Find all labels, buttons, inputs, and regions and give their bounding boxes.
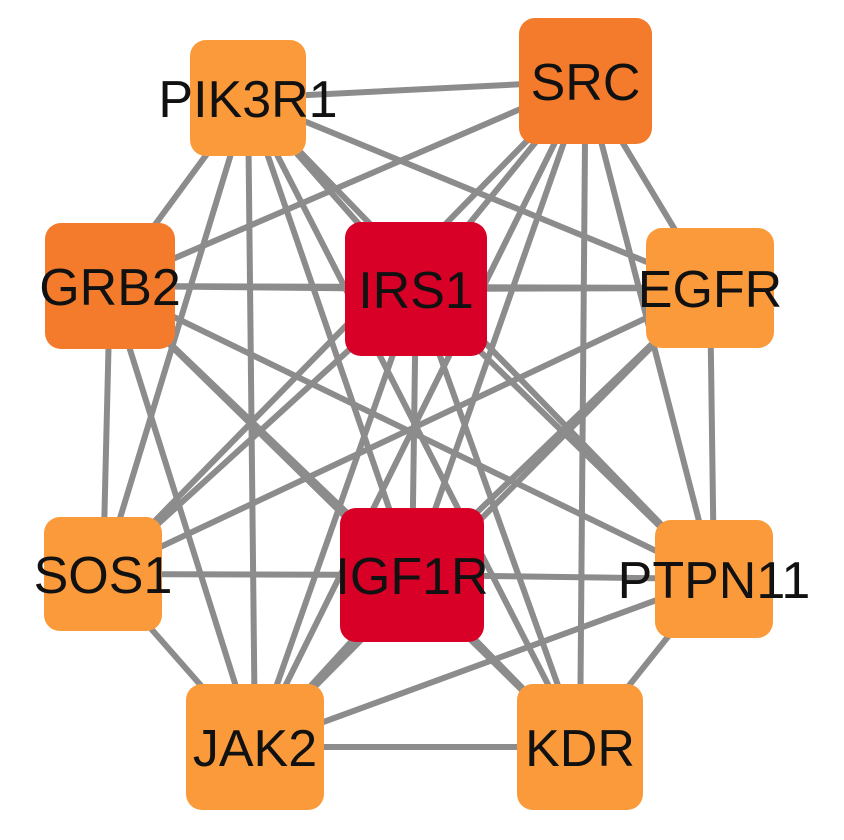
node-box-egfr: [646, 228, 774, 348]
node-box-src: [519, 18, 652, 144]
edge-pik3r1-sos1: [100, 95, 251, 577]
edge-src-igf1r: [409, 78, 589, 578]
node-label-pik3r1: PIK3R1: [158, 71, 337, 129]
node-label-igf1r: IGF1R: [335, 548, 488, 606]
node-jak2[interactable]: JAK2: [186, 684, 324, 810]
edge-ptpn11-jak2: [252, 576, 717, 750]
node-pik3r1[interactable]: PIK3R1: [158, 40, 338, 156]
node-grb2[interactable]: GRB2: [39, 223, 181, 349]
node-box-pik3r1: [190, 40, 306, 156]
node-box-irs1: [345, 222, 487, 356]
node-label-ptpn11: PTPN11: [618, 552, 811, 610]
node-box-jak2: [186, 684, 324, 810]
node-label-jak2: JAK2: [193, 720, 317, 778]
node-box-grb2: [45, 223, 175, 349]
edge-irs1-jak2: [252, 286, 419, 750]
node-box-igf1r: [340, 508, 484, 642]
node-irs1[interactable]: IRS1: [345, 222, 487, 356]
edge-pik3r1-igf1r: [245, 95, 415, 578]
node-igf1r[interactable]: IGF1R: [335, 508, 489, 642]
node-src[interactable]: SRC: [519, 18, 652, 144]
node-label-egfr: EGFR: [638, 261, 782, 319]
node-ptpn11[interactable]: PTPN11: [618, 520, 811, 638]
node-label-irs1: IRS1: [358, 262, 474, 320]
node-box-sos1: [44, 517, 162, 631]
node-kdr[interactable]: KDR: [517, 684, 643, 810]
node-label-src: SRC: [531, 54, 641, 112]
edge-src-sos1: [100, 78, 589, 577]
node-box-ptpn11: [655, 520, 773, 638]
edge-src-jak2: [252, 78, 589, 750]
node-egfr[interactable]: EGFR: [638, 228, 782, 348]
edge-src-grb2: [107, 78, 589, 289]
node-label-sos1: SOS1: [34, 547, 173, 605]
node-layer: PIK3R1 SRC GRB2 IRS1 EGFR SOS1 IGF1R PTPN11JAK2…: [34, 18, 811, 810]
node-label-kdr: KDR: [525, 720, 635, 778]
edge-irs1-kdr: [413, 286, 583, 750]
edge-egfr-sos1: [100, 285, 713, 577]
edge-layer: [100, 78, 717, 750]
node-box-kdr: [517, 684, 643, 810]
node-sos1[interactable]: SOS1: [34, 517, 173, 631]
edge-grb2-jak2: [107, 283, 258, 750]
node-label-grb2: GRB2: [39, 259, 181, 317]
